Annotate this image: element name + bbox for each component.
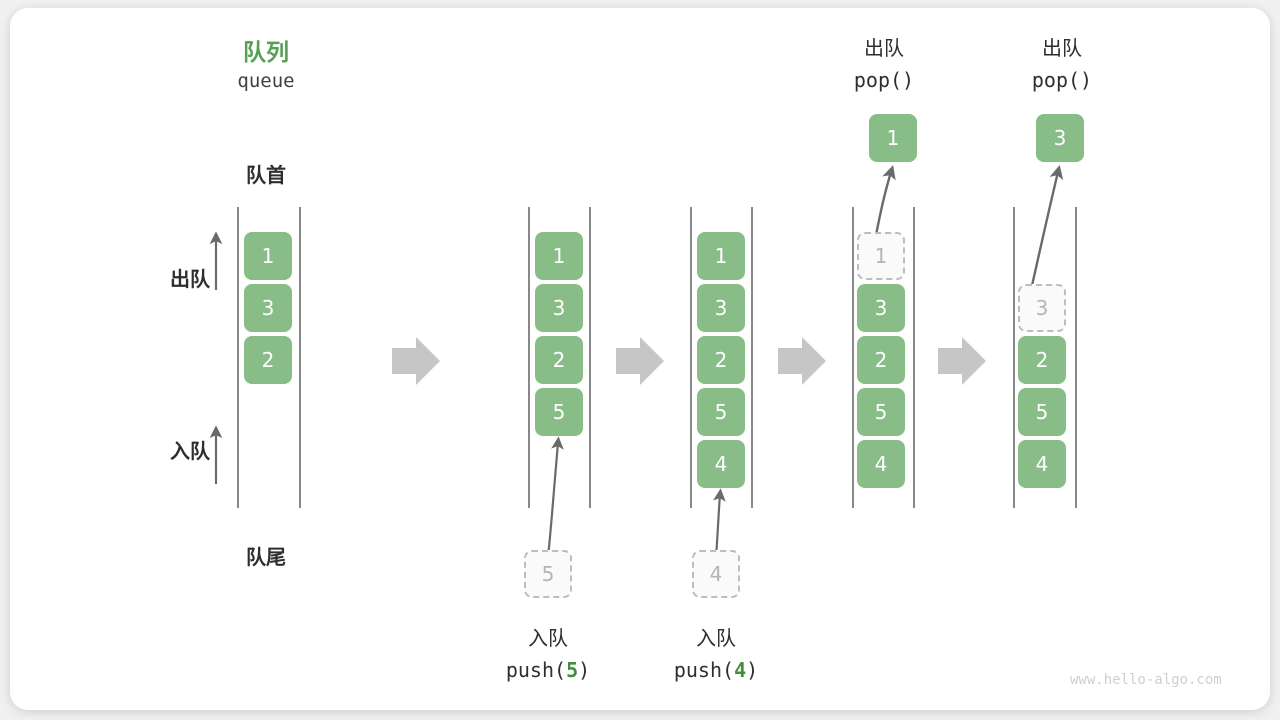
push-4-op-label: 入队: [696, 628, 736, 650]
pop-1-op-label: 出队: [864, 38, 904, 60]
queue-cell: 1: [697, 232, 745, 280]
page-subtitle: queue: [237, 70, 295, 92]
queue-cell: 2: [535, 336, 583, 384]
queue-cell: 1: [535, 232, 583, 280]
queue-cell: 3: [857, 284, 905, 332]
queue-cell: 2: [857, 336, 905, 384]
push-5-code-suffix: ): [578, 658, 591, 682]
queue-cell: 2: [244, 336, 292, 384]
front-label: 队首: [246, 165, 286, 187]
queue-cell: 2: [1018, 336, 1066, 384]
queue-cell: 3: [697, 284, 745, 332]
queue-cell: 3: [535, 284, 583, 332]
queue-cell-new: 5: [535, 388, 583, 436]
popped-element: 1: [869, 114, 917, 162]
page-title: 队列: [243, 39, 289, 65]
queue-cell-removed: 3: [1018, 284, 1066, 332]
watermark: www.hello-algo.com: [1070, 672, 1222, 688]
pop-1-op-code: pop(): [853, 68, 915, 92]
push-5-op-label: 入队: [528, 628, 568, 650]
queue-cell: 1: [244, 232, 292, 280]
push-5-code-value: 5: [566, 658, 579, 682]
queue-cell: 3: [244, 284, 292, 332]
queue-cell: 5: [697, 388, 745, 436]
diagram-card: [10, 8, 1270, 710]
push-4-code-suffix: ): [746, 658, 759, 682]
push-4-op-code: push(4): [636, 658, 796, 682]
queue-cell: 5: [1018, 388, 1066, 436]
queue-cell: 2: [697, 336, 745, 384]
rear-label: 队尾: [246, 547, 286, 569]
push-4-code-value: 4: [734, 658, 747, 682]
dequeue-label: 出队: [170, 269, 210, 291]
queue-cell-new: 4: [697, 440, 745, 488]
queue-cell: 4: [1018, 440, 1066, 488]
popped-element: 3: [1036, 114, 1084, 162]
queue-cell: 5: [857, 388, 905, 436]
push-4-code-prefix: push(: [673, 658, 735, 682]
push-5-code-prefix: push(: [505, 658, 567, 682]
incoming-element-ghost: 4: [692, 550, 740, 598]
push-5-op-code: push(5): [468, 658, 628, 682]
enqueue-label: 入队: [170, 441, 210, 463]
queue-cell: 4: [857, 440, 905, 488]
queue-cell-removed: 1: [857, 232, 905, 280]
pop-3-op-code: pop(): [1031, 68, 1093, 92]
incoming-element-ghost: 5: [524, 550, 572, 598]
pop-3-op-label: 出队: [1042, 38, 1082, 60]
